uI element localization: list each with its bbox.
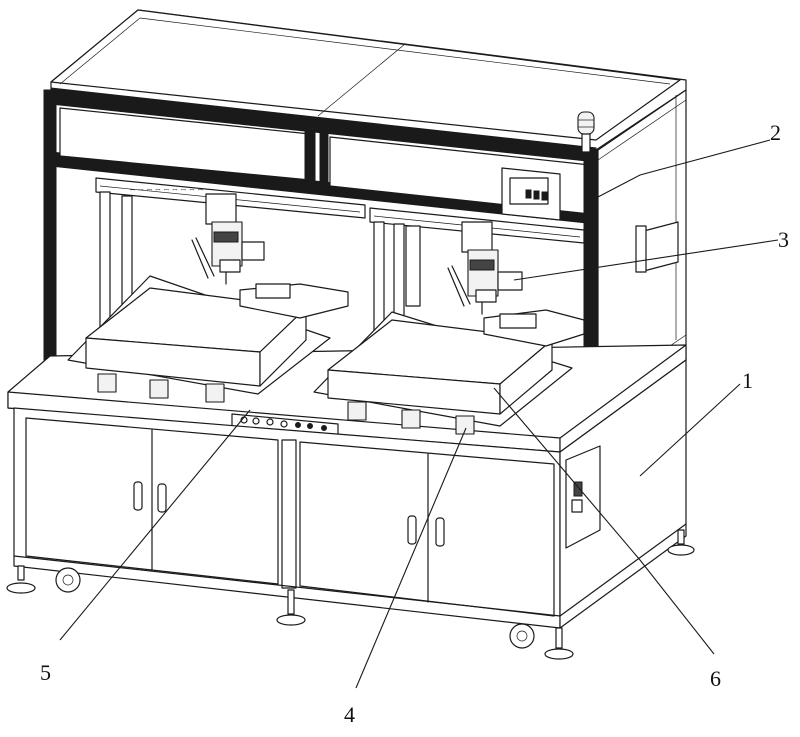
leader-5 [59, 409, 251, 641]
label-3: 3 [778, 227, 789, 252]
signal-lamp [577, 111, 595, 153]
fixture-left [67, 275, 349, 403]
svg-text:ꟷ ꟷ ꟷ ꟷ ꟷ ꟷ ꟷ ꟷ ꟷ: ꟷ ꟷ ꟷ ꟷ ꟷ ꟷ ꟷ ꟷ ꟷ [130, 187, 203, 194]
leader-2 [595, 139, 771, 199]
fixture-right [313, 309, 585, 435]
cabinet-base [13, 359, 687, 629]
label-2: 2 [770, 120, 781, 145]
screwdriver-head-left [191, 193, 265, 285]
leader-3 [513, 239, 779, 281]
feet [6, 529, 695, 660]
callout-labels: 1 2 3 4 5 6 [40, 120, 789, 727]
roof [50, 9, 687, 151]
side-door [565, 445, 601, 549]
leader-lines [59, 139, 779, 689]
screwdriver-head-right [447, 221, 523, 315]
leader-1 [639, 383, 741, 477]
label-1: 1 [742, 368, 753, 393]
label-6: 6 [710, 666, 721, 691]
leader-4 [355, 427, 467, 689]
label-5: 5 [40, 660, 51, 685]
control-panel [501, 167, 561, 221]
label-4: 4 [344, 702, 355, 727]
door-handles [133, 481, 445, 547]
leader-6 [493, 387, 715, 655]
